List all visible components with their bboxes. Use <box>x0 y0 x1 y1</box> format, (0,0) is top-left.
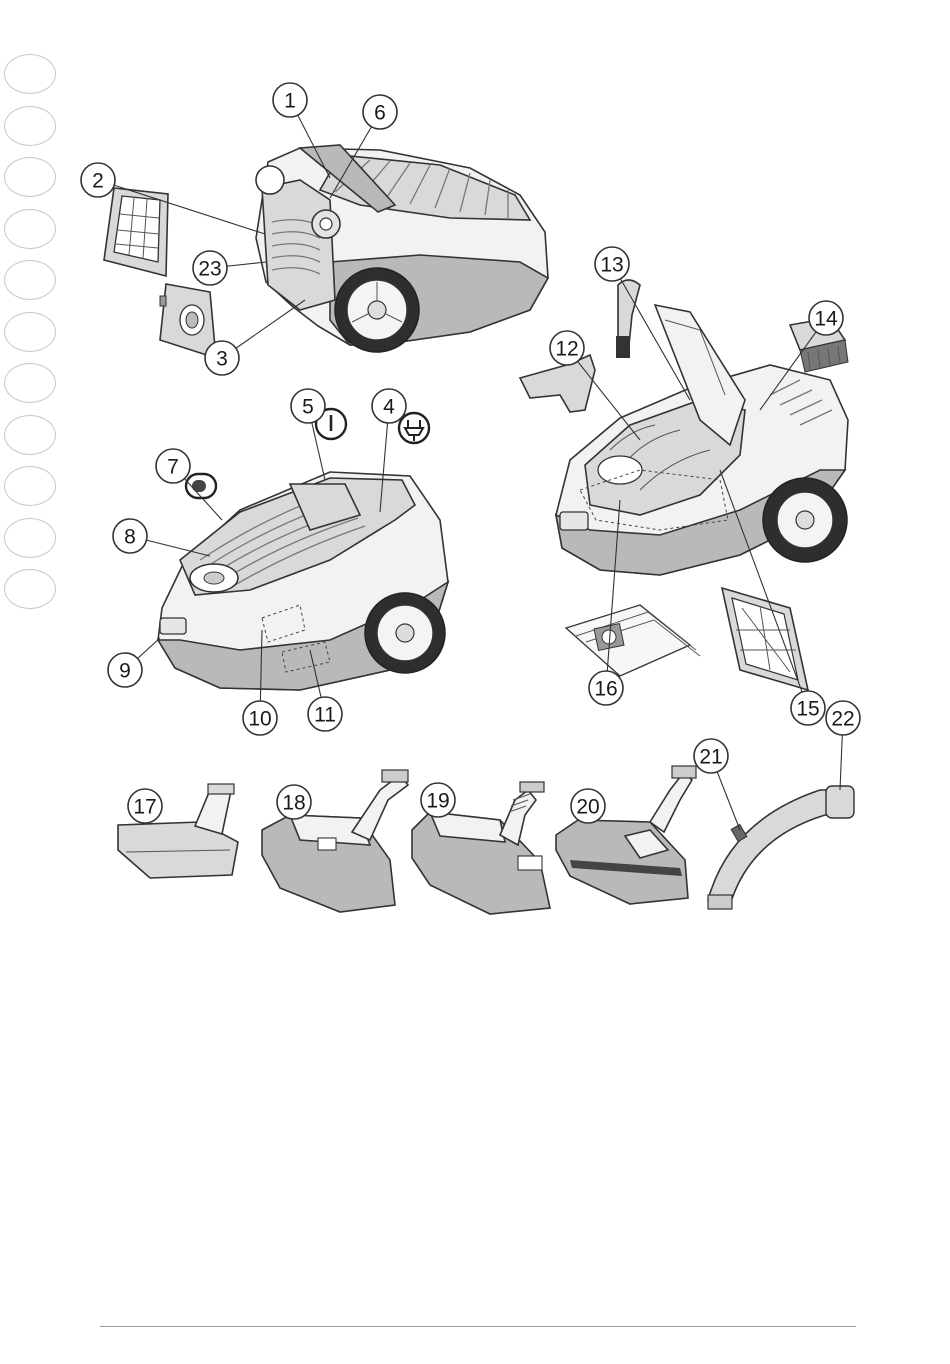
callout-1: 1 <box>273 83 307 117</box>
callout-number: 20 <box>576 796 599 819</box>
callout-number: 7 <box>167 456 179 479</box>
callout-number: 6 <box>374 102 386 125</box>
page-footer-rule <box>100 1326 856 1327</box>
callout-11: 11 <box>308 697 342 731</box>
callout-number: 16 <box>594 678 617 701</box>
callout-number: 1 <box>284 90 296 113</box>
callout-number: 21 <box>699 746 722 769</box>
vacuum-front-view <box>158 472 448 690</box>
callout-number: 17 <box>133 796 156 819</box>
open-view-wheel <box>763 478 847 562</box>
callout-13: 13 <box>595 247 629 281</box>
callout-number: 15 <box>796 698 819 721</box>
callout-4: 4 <box>372 389 406 423</box>
callout-23: 23 <box>193 251 227 285</box>
callout-9: 9 <box>108 653 142 687</box>
callout-21: 21 <box>694 739 728 773</box>
callout-18: 18 <box>277 785 311 819</box>
hepa-filter <box>104 188 168 276</box>
inlet-filter-frame <box>722 588 808 690</box>
floor-nozzle-20 <box>556 766 696 904</box>
callout-number: 8 <box>124 526 136 549</box>
callout-22: 22 <box>826 701 860 735</box>
callout-number: 22 <box>831 708 854 731</box>
callout-19: 19 <box>421 783 455 817</box>
callout-number: 10 <box>248 708 271 731</box>
callout-12: 12 <box>550 331 584 365</box>
upholstery-nozzle <box>520 355 595 412</box>
callout-8: 8 <box>113 519 147 553</box>
callout-number: 2 <box>92 170 104 193</box>
dust-bag <box>566 605 700 676</box>
callout-number: 18 <box>282 792 305 815</box>
callout-10: 10 <box>243 701 277 735</box>
callout-14: 14 <box>809 301 843 335</box>
callout-number: 14 <box>814 308 838 331</box>
callout-2: 2 <box>81 163 115 197</box>
callout-16: 16 <box>589 671 623 705</box>
callout-number: 4 <box>383 396 395 419</box>
callout-number: 19 <box>426 790 449 813</box>
callout-7: 7 <box>156 449 190 483</box>
callout-number: 23 <box>198 258 221 281</box>
callout-number: 5 <box>302 396 314 419</box>
vacuum-rear-view <box>256 145 548 352</box>
filter-cover <box>160 284 216 358</box>
callout-number: 12 <box>555 338 578 361</box>
callout-3: 3 <box>205 341 239 375</box>
callout-20: 20 <box>571 789 605 823</box>
callout-number: 11 <box>314 704 336 727</box>
callout-5: 5 <box>291 389 325 423</box>
plug-icon <box>399 413 429 443</box>
front-view-wheel <box>365 593 445 673</box>
callout-15: 15 <box>791 691 825 725</box>
callout-number: 13 <box>600 254 623 277</box>
callout-6: 6 <box>363 95 397 129</box>
rear-wheel <box>335 268 419 352</box>
callout-number: 3 <box>216 348 228 371</box>
callout-17: 17 <box>128 789 162 823</box>
callout-number: 9 <box>119 660 131 683</box>
